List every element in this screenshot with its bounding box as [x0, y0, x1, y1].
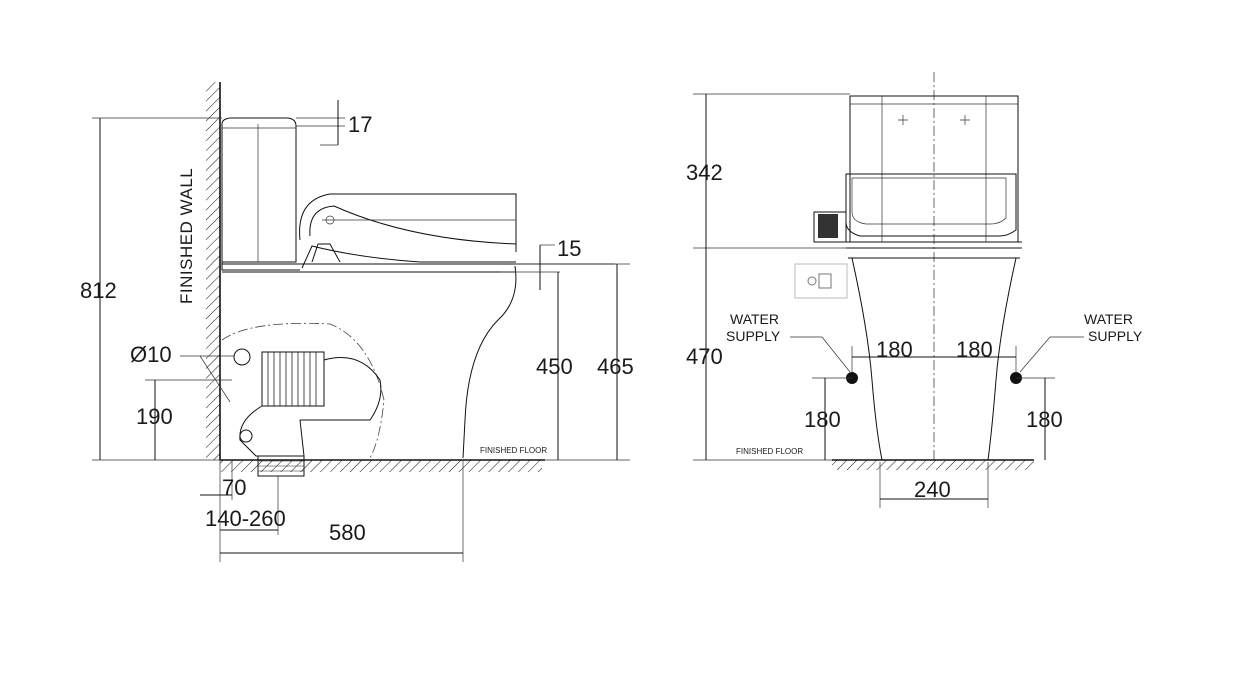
finished-floor-label-front: FINISHED FLOOR	[736, 447, 803, 456]
dim-812: 812	[80, 117, 222, 461]
svg-text:190: 190	[136, 404, 173, 429]
front-view: 342 470 180 180 180 180	[686, 72, 1143, 508]
dim-450: 450	[536, 272, 630, 461]
svg-text:180: 180	[1026, 407, 1063, 432]
svg-text:342: 342	[686, 160, 723, 185]
svg-text:17: 17	[348, 112, 372, 137]
svg-text:470: 470	[686, 344, 723, 369]
svg-text:580: 580	[329, 520, 366, 545]
svg-text:WATER: WATER	[730, 311, 779, 327]
svg-text:812: 812	[80, 278, 117, 303]
water-supply-right-label: WATER SUPPLY	[1019, 311, 1143, 373]
dim-342: 342	[686, 93, 850, 249]
power-outlet-icon	[794, 263, 848, 299]
svg-text:SUPPLY: SUPPLY	[1088, 328, 1143, 344]
dim-180-left: 180	[851, 337, 934, 372]
svg-text:180: 180	[956, 337, 993, 362]
svg-text:450: 450	[536, 354, 573, 379]
svg-text:Ø10: Ø10	[130, 342, 172, 367]
svg-text:140-260: 140-260	[205, 506, 286, 531]
dim-240: 240	[879, 462, 989, 508]
svg-text:240: 240	[914, 477, 951, 502]
svg-text:465: 465	[597, 354, 634, 379]
finished-wall-hatch	[206, 82, 220, 460]
dim-15: 15	[500, 236, 630, 290]
svg-text:180: 180	[804, 407, 841, 432]
bidet-seat-front	[813, 173, 1022, 249]
dim-470: 470	[686, 248, 832, 461]
svg-text:180: 180	[876, 337, 913, 362]
finished-floor-hatch-front	[832, 460, 1034, 470]
dim-17: 17	[296, 100, 372, 146]
dim-580: 580	[219, 460, 464, 562]
svg-text:70: 70	[222, 475, 246, 500]
trapway-detail	[221, 322, 385, 477]
svg-text:15: 15	[557, 236, 581, 261]
pedestal-front	[848, 257, 1020, 461]
dim-180-right-height: 180	[1016, 377, 1063, 460]
dim-190: 190	[136, 379, 232, 460]
dim-70: 70	[200, 460, 246, 500]
dim-465: 465	[597, 264, 634, 460]
finished-floor-hatch	[220, 460, 542, 472]
water-supply-left-label: WATER SUPPLY	[726, 311, 851, 373]
dim-140-260: 140-260	[205, 476, 286, 535]
dim-180-left-height: 180	[804, 377, 852, 460]
side-view: 812 17 15 450 465 Ø10	[80, 82, 634, 562]
svg-text:WATER: WATER	[1084, 311, 1133, 327]
dim-pipe-diameter: Ø10	[130, 342, 234, 403]
dim-180-right: 180	[934, 337, 1017, 372]
svg-text:SUPPLY: SUPPLY	[726, 328, 781, 344]
finished-floor-label-side: FINISHED FLOOR	[480, 446, 547, 455]
cistern-side	[221, 117, 300, 271]
bidet-seat-side	[299, 193, 517, 269]
finished-wall-label: FINISHED WALL	[177, 168, 196, 304]
